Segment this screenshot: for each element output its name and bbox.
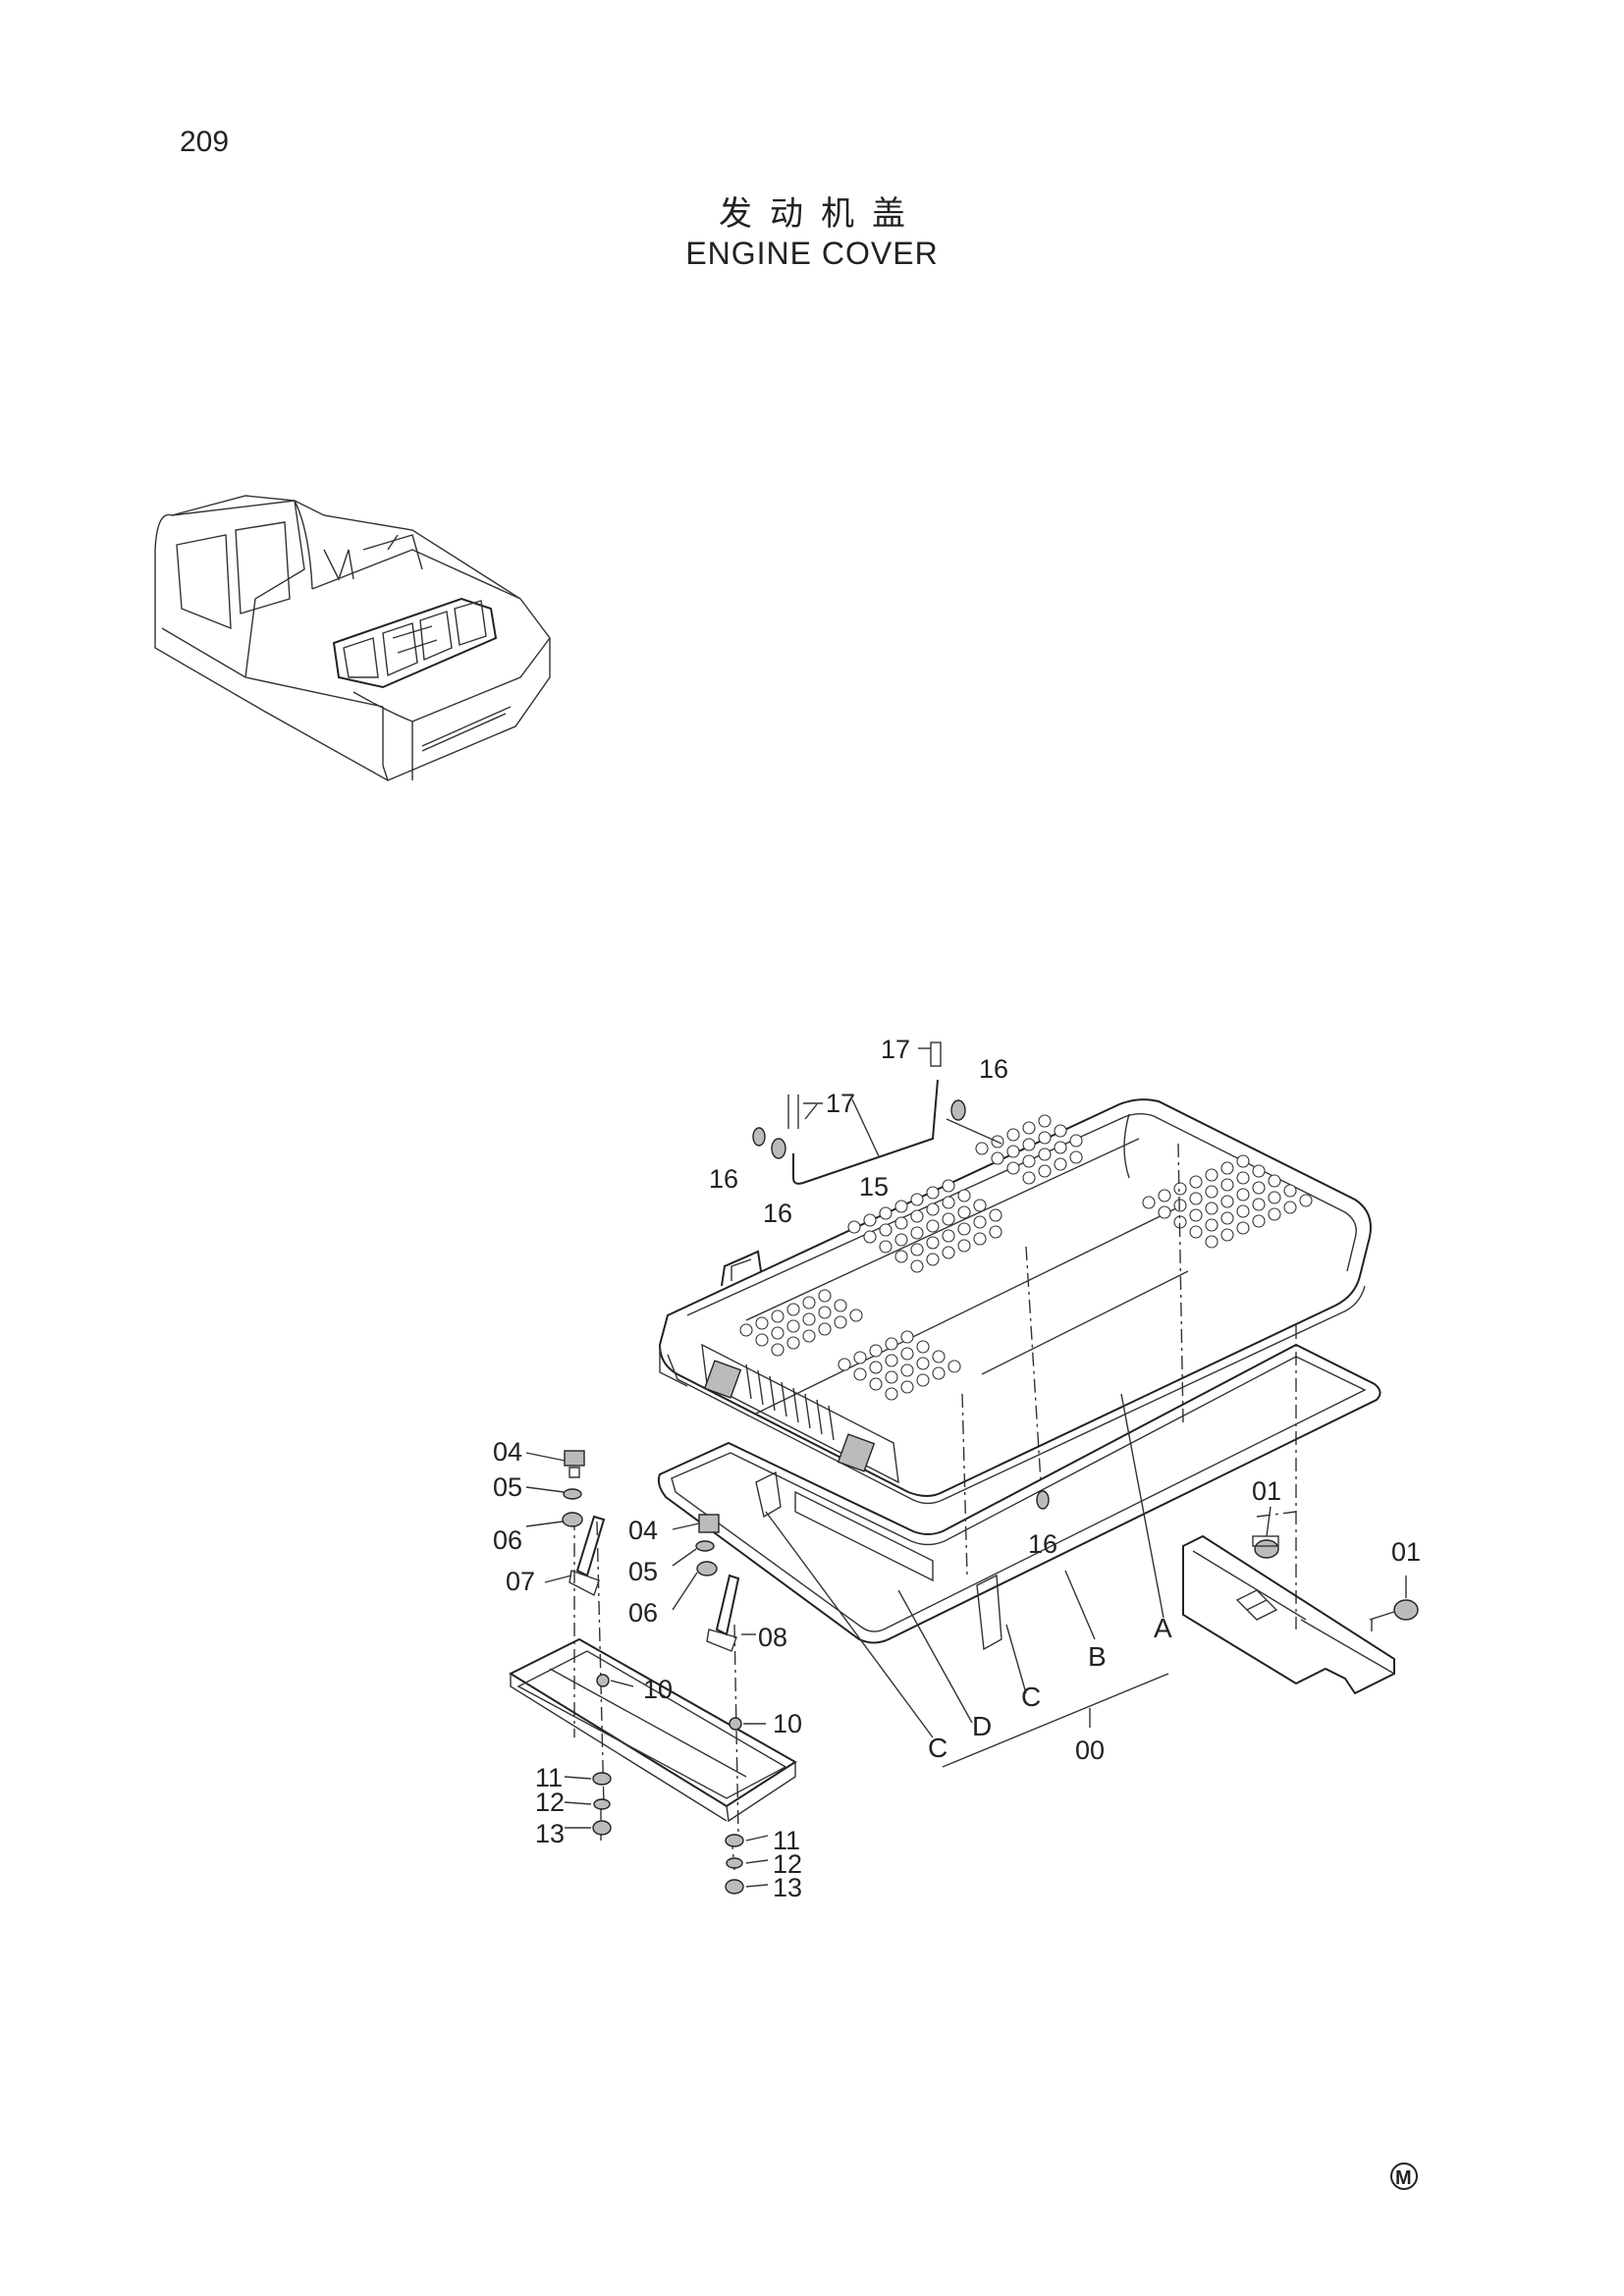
vent-grid-5 bbox=[1142, 1154, 1313, 1249]
vent-grid-3 bbox=[847, 1179, 1002, 1273]
label-10-left: 10 bbox=[643, 1675, 673, 1704]
assembly-leaders bbox=[765, 1393, 1169, 1768]
excavator-location-thumbnail bbox=[154, 495, 551, 781]
label-05-right: 05 bbox=[628, 1557, 658, 1586]
label-11-right: 11 bbox=[773, 1826, 800, 1855]
left-hinge-hardware bbox=[508, 1450, 797, 1895]
label-17-top: 17 bbox=[881, 1035, 910, 1064]
corner-mark-letter: M bbox=[1395, 2167, 1412, 2189]
label-01-upper: 01 bbox=[1252, 1476, 1281, 1506]
label-C-right: C bbox=[1021, 1682, 1041, 1712]
vent-grid-4 bbox=[975, 1114, 1083, 1185]
label-06-left: 06 bbox=[493, 1525, 522, 1555]
label-16-mid: 16 bbox=[763, 1199, 792, 1228]
label-16-left: 16 bbox=[709, 1164, 738, 1194]
label-C-left: C bbox=[928, 1733, 947, 1763]
engine-cover-hood bbox=[658, 1098, 1372, 1505]
label-A: A bbox=[1154, 1613, 1172, 1643]
title-english: ENGINE COVER bbox=[685, 236, 939, 271]
label-06-right: 06 bbox=[628, 1598, 658, 1628]
label-01-lower: 01 bbox=[1391, 1537, 1421, 1567]
label-10-right: 10 bbox=[773, 1709, 802, 1738]
label-D: D bbox=[972, 1711, 992, 1741]
page-number: 209 bbox=[180, 126, 230, 158]
label-13-right: 13 bbox=[773, 1873, 802, 1902]
label-B: B bbox=[1088, 1641, 1107, 1672]
label-04-right: 04 bbox=[628, 1516, 658, 1545]
vent-grid-2 bbox=[838, 1330, 961, 1401]
label-00: 00 bbox=[1075, 1735, 1105, 1765]
label-07: 07 bbox=[506, 1567, 535, 1596]
label-16-bottom: 16 bbox=[1028, 1529, 1057, 1559]
title-chinese: 发动机盖 bbox=[719, 194, 923, 234]
right-bracket bbox=[1182, 1506, 1419, 1695]
label-15: 15 bbox=[859, 1172, 889, 1201]
corner-m-mark: M bbox=[1390, 2163, 1418, 2190]
label-17-left: 17 bbox=[826, 1089, 855, 1118]
label-11-left: 11 bbox=[535, 1763, 563, 1792]
support-rod-assembly bbox=[752, 1041, 1050, 1510]
label-05-left: 05 bbox=[493, 1472, 522, 1502]
part-labels: 17 16 17 16 16 15 16 04 05 06 07 04 05 0… bbox=[493, 1035, 1421, 1902]
seal-frame bbox=[657, 1343, 1381, 1651]
label-16-top: 16 bbox=[979, 1054, 1008, 1084]
label-12-left: 12 bbox=[535, 1788, 565, 1817]
vent-grid-1 bbox=[739, 1289, 863, 1357]
label-08: 08 bbox=[758, 1623, 787, 1652]
label-04-left: 04 bbox=[493, 1437, 522, 1467]
label-12-right: 12 bbox=[773, 1849, 802, 1879]
label-13-left: 13 bbox=[535, 1819, 565, 1848]
